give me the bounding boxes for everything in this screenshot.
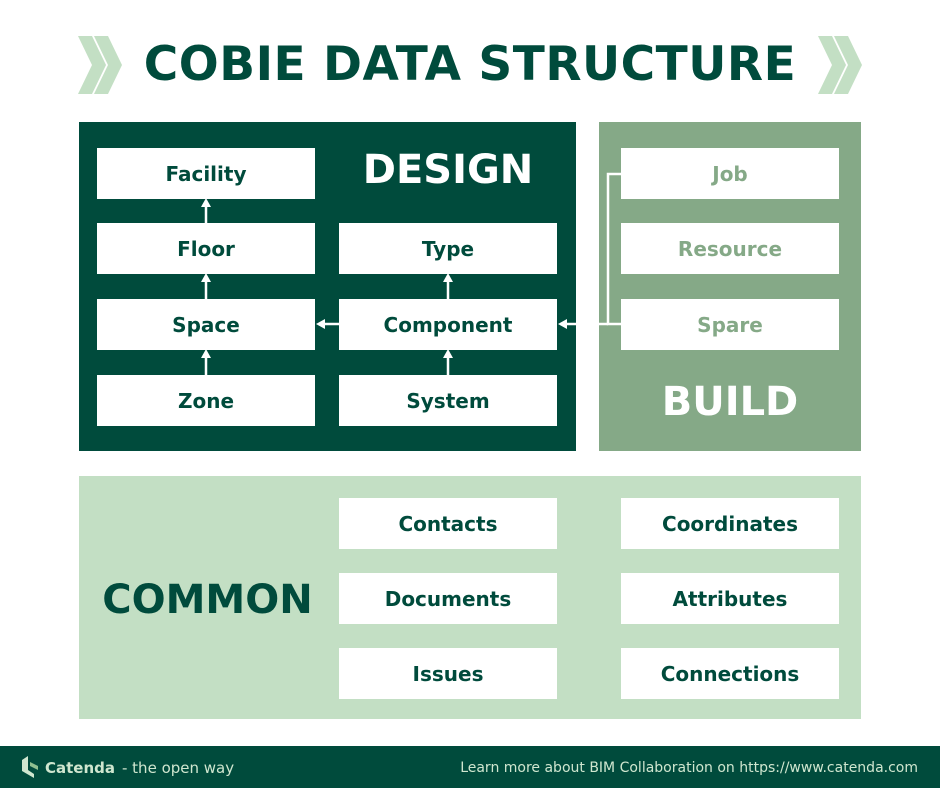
space-box: Space xyxy=(97,299,315,350)
page-title: COBIE DATA STRUCTURE xyxy=(143,37,797,92)
type-box: Type xyxy=(339,223,557,274)
double-chevron-right-icon xyxy=(78,36,122,94)
documents-box: Documents xyxy=(339,573,557,624)
common-section-label: COMMON xyxy=(102,577,313,623)
footer-brand: Catenda xyxy=(45,759,116,777)
contacts-box: Contacts xyxy=(339,498,557,549)
double-chevron-right-icon xyxy=(818,36,862,94)
resource-box: Resource xyxy=(621,223,839,274)
facility-box: Facility xyxy=(97,148,315,199)
footer-tagline: - the open way xyxy=(122,759,235,777)
connections-box: Connections xyxy=(621,648,839,699)
attributes-box: Attributes xyxy=(621,573,839,624)
zone-box: Zone xyxy=(97,375,315,426)
floor-box: Floor xyxy=(97,223,315,274)
build-section-label: BUILD xyxy=(661,379,799,425)
job-box: Job xyxy=(621,148,839,199)
footer-bar: Catenda - the open way Learn more about … xyxy=(0,746,940,788)
footer-website-link[interactable]: Learn more about BIM Collaboration on ht… xyxy=(460,760,918,776)
issues-box: Issues xyxy=(339,648,557,699)
design-section-label: DESIGN xyxy=(362,147,534,193)
spare-box: Spare xyxy=(621,299,839,350)
coordinates-box: Coordinates xyxy=(621,498,839,549)
catenda-logo-icon xyxy=(22,756,38,778)
system-box: System xyxy=(339,375,557,426)
component-box: Component xyxy=(339,299,557,350)
